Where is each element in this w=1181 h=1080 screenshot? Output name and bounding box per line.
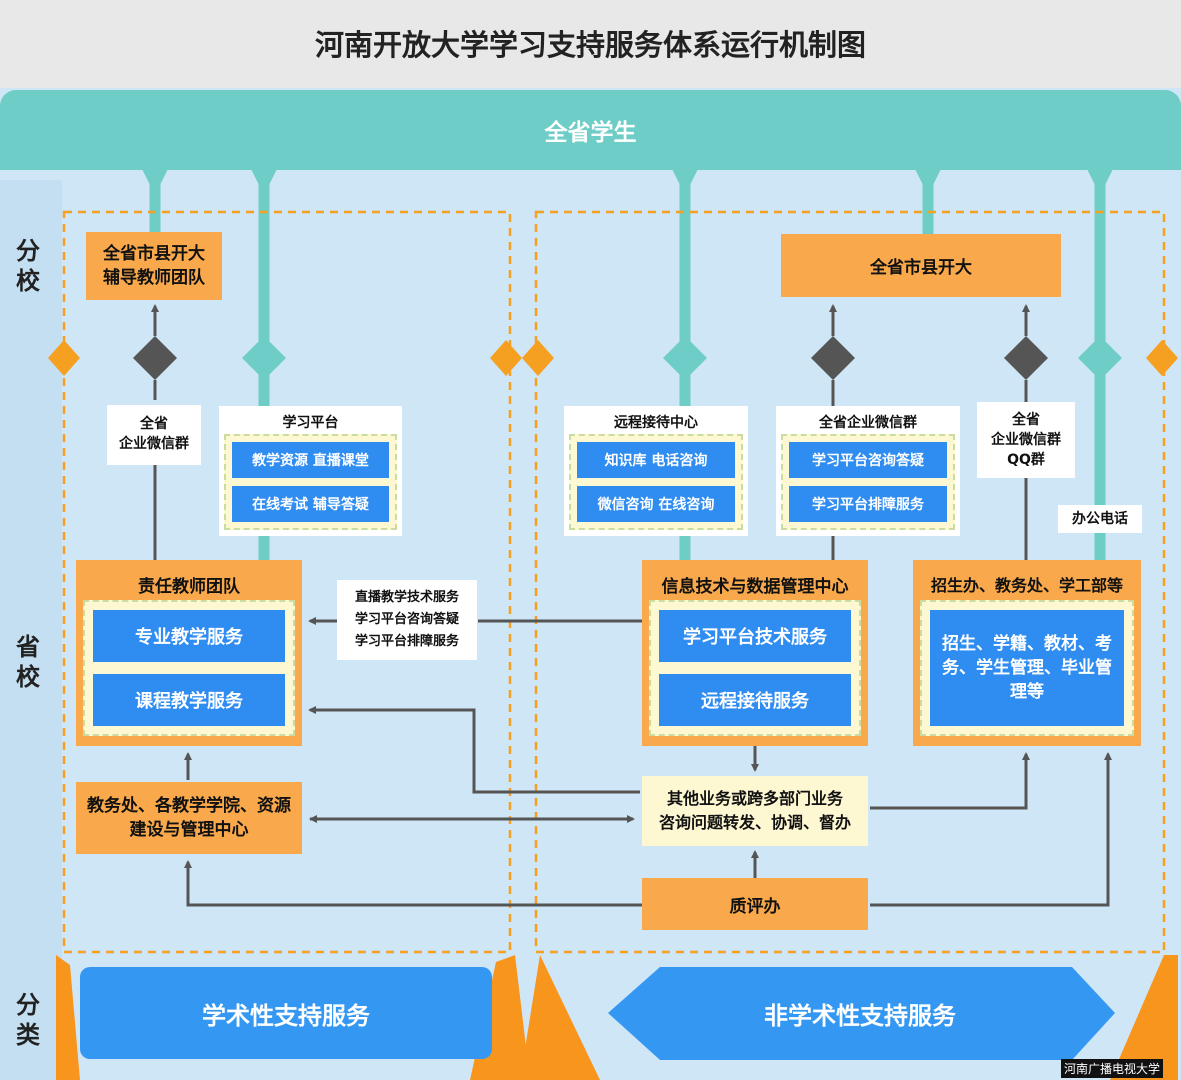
level-label-category: 分 类 bbox=[16, 991, 40, 1049]
tech-services-note: 直播教学技术服务 学习平台咨询答疑 学习平台排障服务 bbox=[337, 580, 477, 660]
learning-platform-list: 教学资源 直播课堂 在线考试 辅导答疑 bbox=[224, 434, 397, 530]
it-center-list: 学习平台技术服务 远程接待服务 bbox=[649, 600, 861, 736]
frame-diamonds bbox=[48, 340, 1178, 376]
remote-item-1[interactable]: 知识库 电话咨询 bbox=[577, 442, 735, 478]
remote-item-2[interactable]: 微信咨询 在线咨询 bbox=[577, 486, 735, 522]
it-item-2[interactable]: 远程接待服务 bbox=[659, 674, 851, 726]
office-phone-label: 办公电话 bbox=[1058, 505, 1142, 533]
wechat-item-2[interactable]: 学习平台排障服务 bbox=[789, 486, 947, 522]
quality-office-box: 质评办 bbox=[642, 878, 868, 930]
watermark-label: 河南广播电视大学 bbox=[1060, 1059, 1163, 1078]
wechat-group-title: 全省企业微信群 bbox=[819, 415, 917, 431]
it-item-1[interactable]: 学习平台技术服务 bbox=[659, 610, 851, 662]
non-academic-shape bbox=[608, 967, 1115, 1060]
teacher-team-title: 责任教师团队 bbox=[138, 577, 240, 597]
learning-platform-card: 学习平台 教学资源 直播课堂 在线考试 辅导答疑 bbox=[219, 406, 402, 536]
page-title: 河南开放大学学习支持服务体系运行机制图 bbox=[314, 28, 866, 62]
wechat-group-list: 学习平台咨询答疑 学习平台排障服务 bbox=[781, 434, 955, 530]
admissions-card: 招生办、教务处、学工部等 招生、学籍、教材、考 务、学生管理、毕业管 理等 bbox=[913, 560, 1141, 746]
platform-item-2[interactable]: 在线考试 辅导答疑 bbox=[232, 486, 389, 522]
admissions-body[interactable]: 招生、学籍、教材、考 务、学生管理、毕业管 理等 bbox=[930, 610, 1124, 726]
admissions-title: 招生办、教务处、学工部等 bbox=[930, 576, 1123, 595]
banner-label: 全省学生 bbox=[544, 120, 637, 146]
remote-center-list: 知识库 电话咨询 微信咨询 在线咨询 bbox=[569, 434, 743, 530]
enterprise-wechat-label: 全省 企业微信群 bbox=[107, 405, 201, 465]
wechat-item-1[interactable]: 学习平台咨询答疑 bbox=[789, 442, 947, 478]
teacher-item-2[interactable]: 课程教学服务 bbox=[93, 674, 285, 726]
wechat-group-card: 全省企业微信群 学习平台咨询答疑 学习平台排障服务 bbox=[776, 406, 960, 536]
teal-diamonds bbox=[242, 336, 1122, 380]
pipe-flares bbox=[140, 165, 1115, 185]
it-center-title: 信息技术与数据管理中心 bbox=[661, 577, 849, 597]
teacher-team-list: 专业教学服务 课程教学服务 bbox=[83, 600, 295, 736]
teacher-item-1[interactable]: 专业教学服务 bbox=[93, 610, 285, 662]
level-label-branch: 分 校 bbox=[16, 237, 40, 295]
right-branch-box: 全省市县开大 bbox=[781, 234, 1061, 297]
level-label-province: 省 校 bbox=[16, 633, 40, 691]
academic-support-category: 学术性支持服务 bbox=[80, 967, 492, 1059]
level-column bbox=[0, 180, 62, 1080]
platform-item-1[interactable]: 教学资源 直播课堂 bbox=[232, 442, 389, 478]
students-banner bbox=[0, 90, 1181, 170]
branch-tutor-team: 全省市县开大 辅导教师团队 bbox=[86, 232, 222, 300]
teacher-team-card: 责任教师团队 专业教学服务 课程教学服务 bbox=[76, 560, 302, 746]
title-band bbox=[0, 0, 1181, 88]
remote-center-title: 远程接待中心 bbox=[614, 415, 698, 431]
admissions-frame: 招生、学籍、教材、考 务、学生管理、毕业管 理等 bbox=[920, 600, 1134, 736]
other-business-box: 其他业务或跨多部门业务 咨询问题转发、协调、督办 bbox=[642, 776, 868, 846]
dashed-frames bbox=[62, 210, 1166, 954]
wechat-qq-label: 全省 企业微信群 QQ群 bbox=[977, 402, 1075, 478]
non-academic-support-category: 非学术性支持服务 bbox=[764, 1001, 956, 1030]
learning-platform-title: 学习平台 bbox=[282, 415, 339, 431]
it-center-card: 信息技术与数据管理中心 学习平台技术服务 远程接待服务 bbox=[642, 560, 868, 746]
grey-diamonds bbox=[133, 336, 1048, 380]
remote-center-card: 远程接待中心 知识库 电话咨询 微信咨询 在线咨询 bbox=[564, 406, 748, 536]
academic-affairs-box: 教务处、各教学学院、资源 建设与管理中心 bbox=[76, 782, 302, 854]
